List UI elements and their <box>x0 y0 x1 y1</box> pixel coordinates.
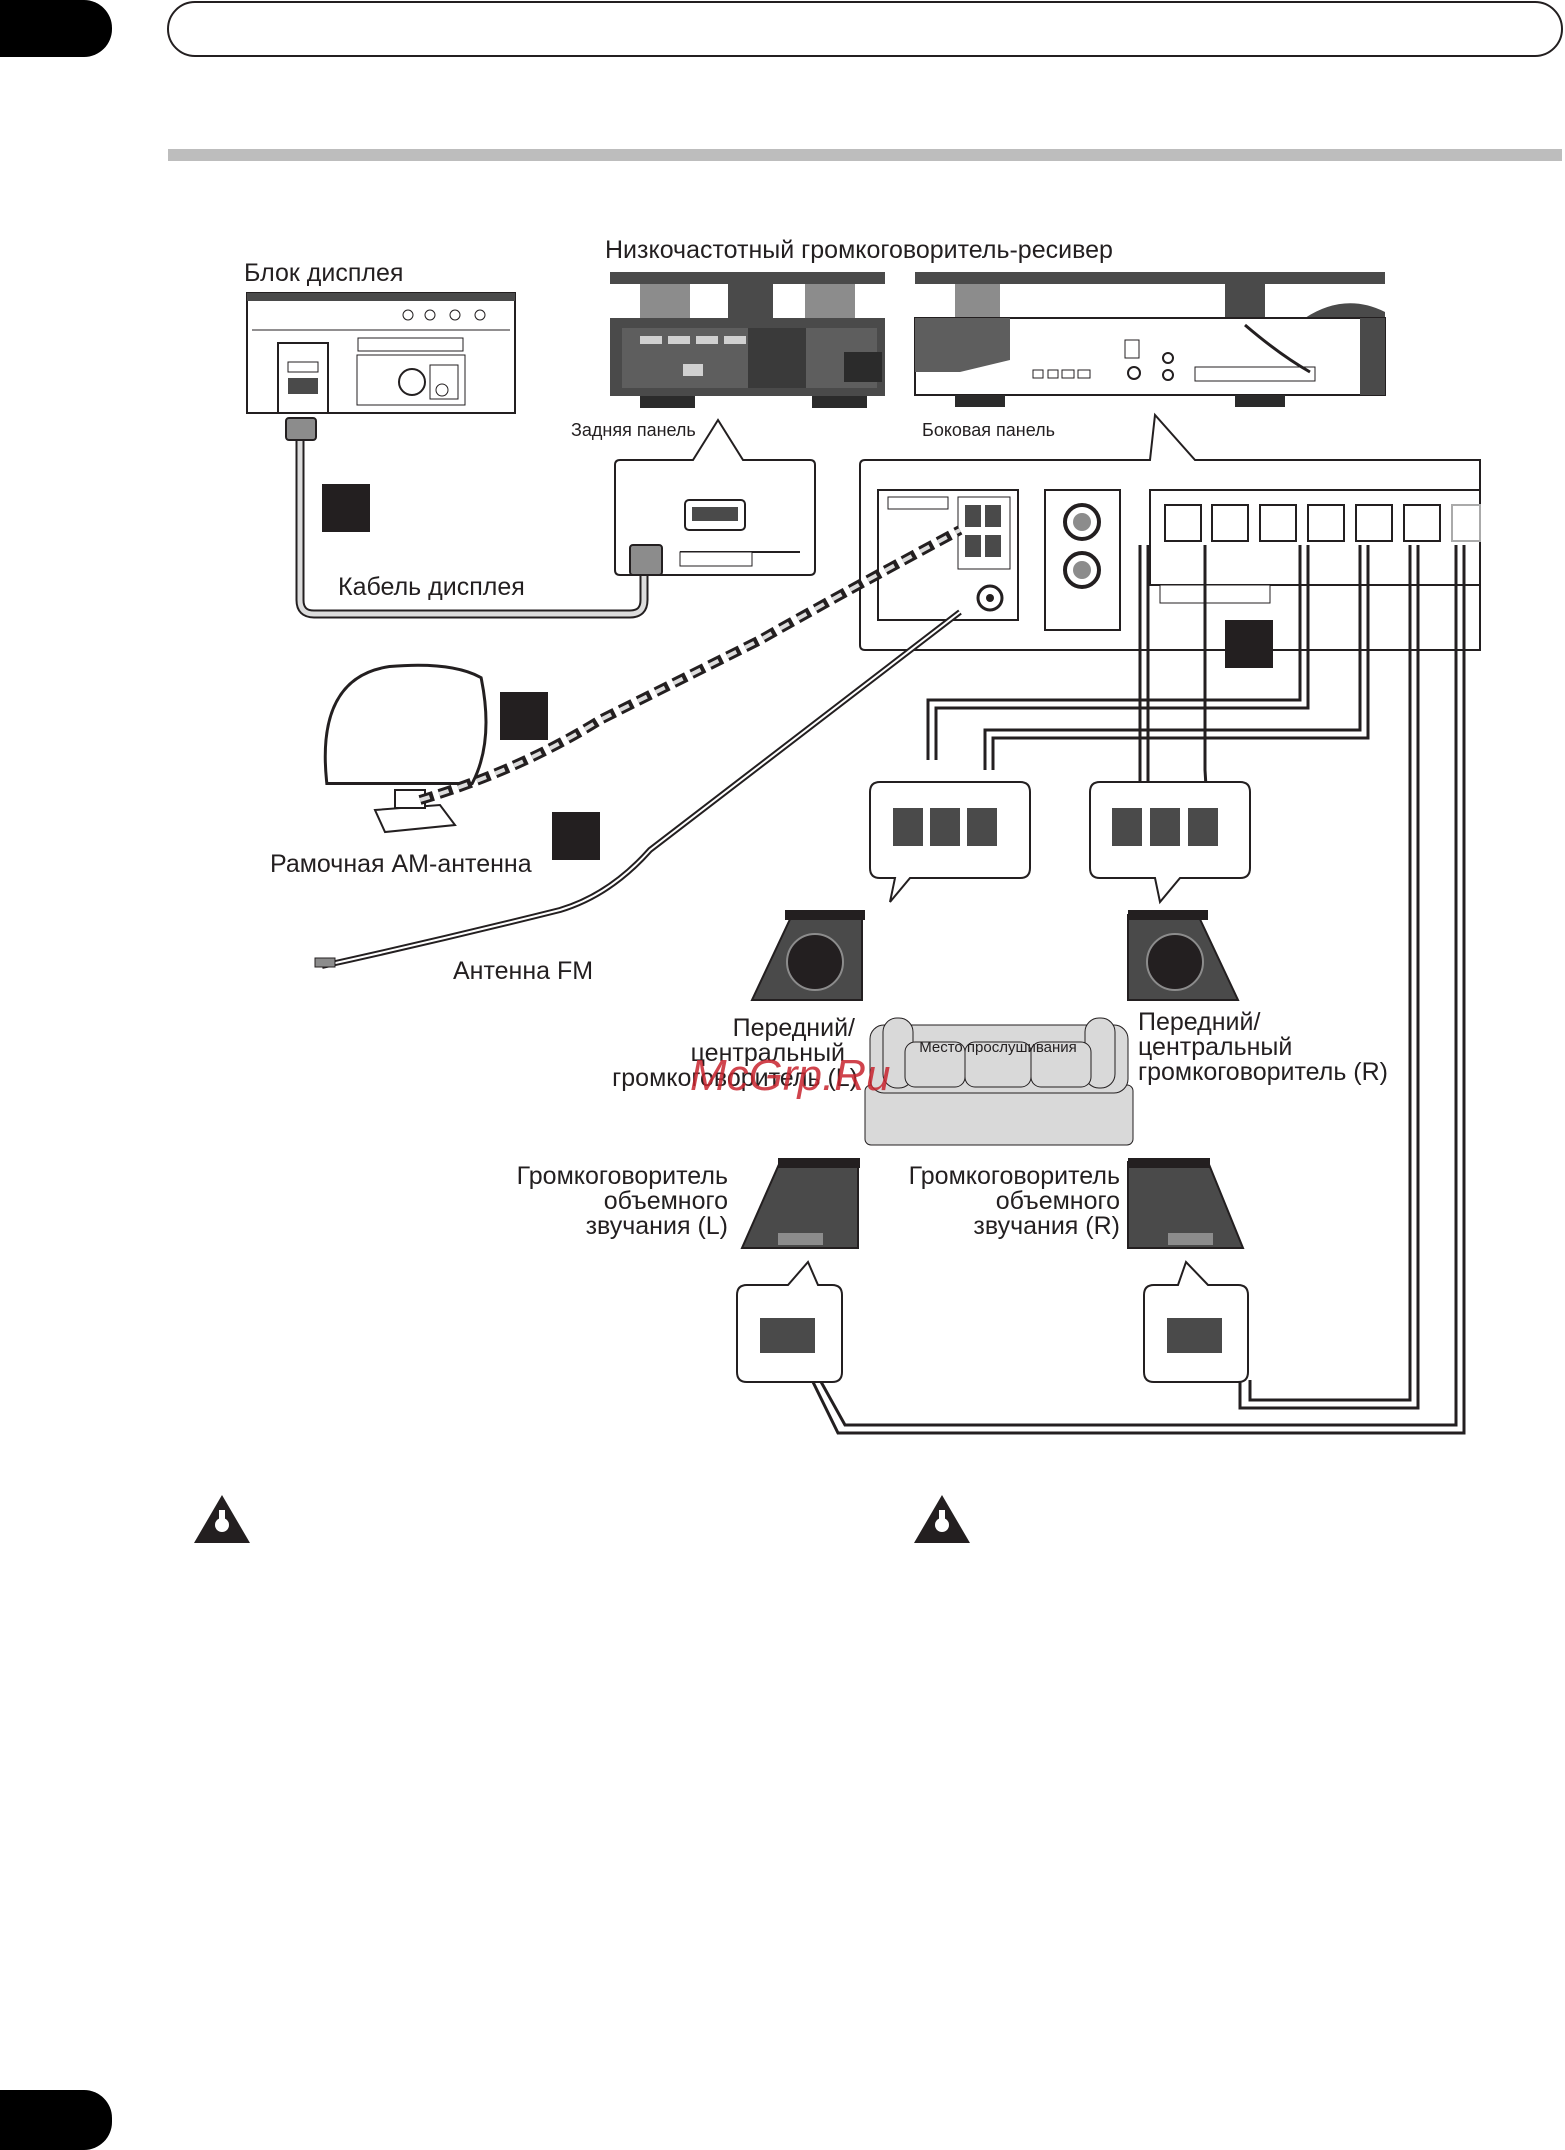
surround-left-terminal-callout <box>736 1260 843 1383</box>
page-tab-top-square <box>0 0 40 57</box>
front-right-speaker <box>1127 910 1240 1001</box>
listening-position-label: Место прослушивания <box>919 1039 1077 1056</box>
surround-left-speaker <box>740 1158 860 1249</box>
display-cable <box>285 417 663 619</box>
header-frame <box>167 1 1563 57</box>
surround-left-label-line-3: звучания (L) <box>586 1212 728 1240</box>
front-right-label-line-2: центральный <box>1138 1033 1292 1061</box>
fm-antenna-label: Антенна FM <box>453 957 593 985</box>
surround-right-label-line-2: объемного <box>996 1187 1120 1215</box>
surround-right-label-line-3: звучания (R) <box>973 1212 1120 1240</box>
front-right-label-line-1: Передний/ <box>1138 1008 1260 1036</box>
front-left-label-line-2: центральный <box>691 1039 845 1067</box>
display-unit-label: Блок дисплея <box>244 259 403 287</box>
front-left-speaker <box>750 910 865 1001</box>
surround-left-label-line-1: Громкоговоритель <box>517 1162 728 1190</box>
speaker-cables <box>810 545 1466 1435</box>
front-right-terminal-callout <box>1089 781 1251 905</box>
subwoofer-rear <box>610 272 885 408</box>
rear-panel-callout <box>614 418 816 576</box>
surround-right-terminal-callout <box>1143 1260 1249 1383</box>
fm-antenna <box>314 609 962 969</box>
watermark: McGrp.Ru <box>690 1051 890 1100</box>
step-marker <box>552 812 600 860</box>
page-tab-bottom-square <box>0 2090 40 2150</box>
important-hand-icon <box>194 1495 250 1543</box>
rear-panel-label: Задняя панель <box>571 420 696 440</box>
display-cable-label: Кабель дисплея <box>338 573 525 601</box>
step-marker <box>1225 620 1273 668</box>
am-antenna <box>323 525 963 834</box>
subwoofer-side <box>914 272 1386 407</box>
surround-right-speaker <box>1127 1158 1245 1249</box>
surround-left-label-line-2: объемного <box>604 1187 728 1215</box>
display-unit <box>246 292 516 414</box>
side-panel-callout <box>859 412 1481 651</box>
subwoofer-receiver-label: Низкочастотный громкоговоритель-ресивер <box>605 236 1113 264</box>
front-left-label-line-3: громкоговоритель (L) <box>612 1064 858 1092</box>
step-marker <box>322 484 370 532</box>
front-left-label-line-1: Передний/ <box>733 1014 855 1042</box>
surround-right-label-line-1: Громкоговоритель <box>909 1162 1120 1190</box>
am-antenna-label: Рамочная AM-антенна <box>270 850 532 878</box>
listening-sofa <box>864 1017 1134 1146</box>
front-left-terminal-callout <box>869 781 1031 903</box>
side-panel-label: Боковая панель <box>922 420 1055 440</box>
important-hand-icon <box>914 1495 970 1543</box>
section-bar <box>168 149 1562 161</box>
step-marker <box>500 692 548 740</box>
front-right-label-line-3: громкоговоритель (R) <box>1138 1058 1388 1086</box>
